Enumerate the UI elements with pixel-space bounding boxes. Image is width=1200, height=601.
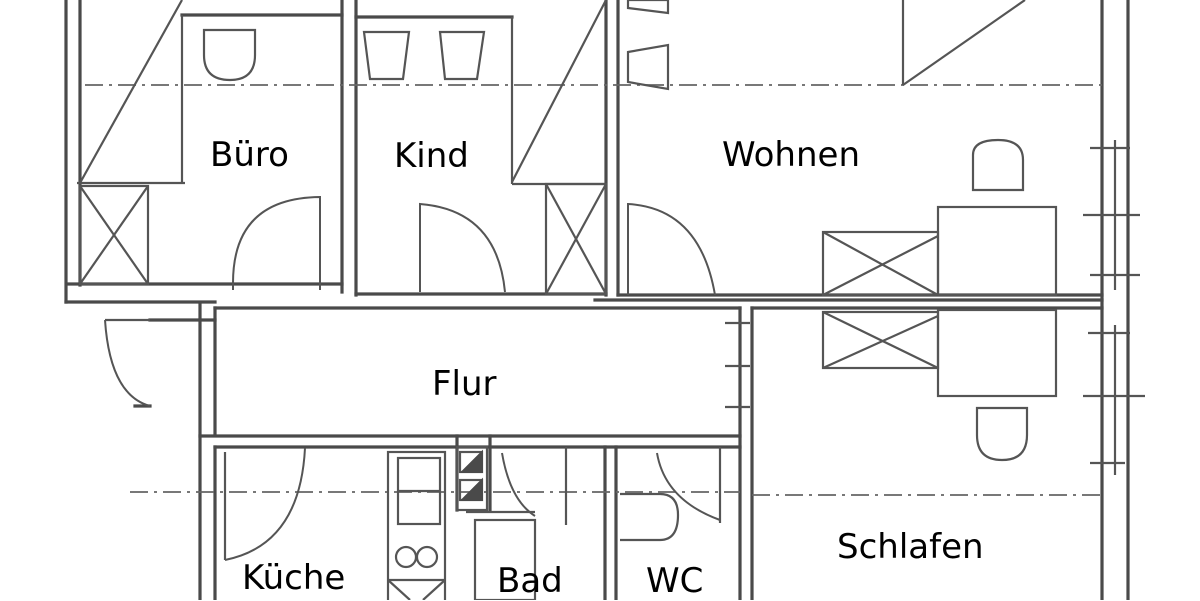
flur-ticks xyxy=(725,321,750,409)
entrance-door xyxy=(104,318,151,407)
room-label-kind: Kind xyxy=(394,136,469,176)
kind-furniture xyxy=(362,0,608,296)
room-label-wc: WC xyxy=(646,561,704,601)
wohnen-furniture xyxy=(626,0,1140,297)
buero-furniture xyxy=(77,0,321,290)
room-label-kueche: Küche xyxy=(242,558,346,598)
room-label-schlafen: Schlafen xyxy=(837,527,984,567)
room-label-bad: Bad xyxy=(497,561,563,601)
room-label-buero: Büro xyxy=(210,135,289,175)
bad-furniture xyxy=(466,447,568,600)
room-label-wohnen: Wohnen xyxy=(722,135,860,175)
wc-furniture xyxy=(620,447,722,542)
schlafen-furniture xyxy=(821,308,1145,475)
room-label-flur: Flur xyxy=(432,364,497,404)
shaft xyxy=(455,445,489,512)
kueche-furniture xyxy=(223,447,447,600)
